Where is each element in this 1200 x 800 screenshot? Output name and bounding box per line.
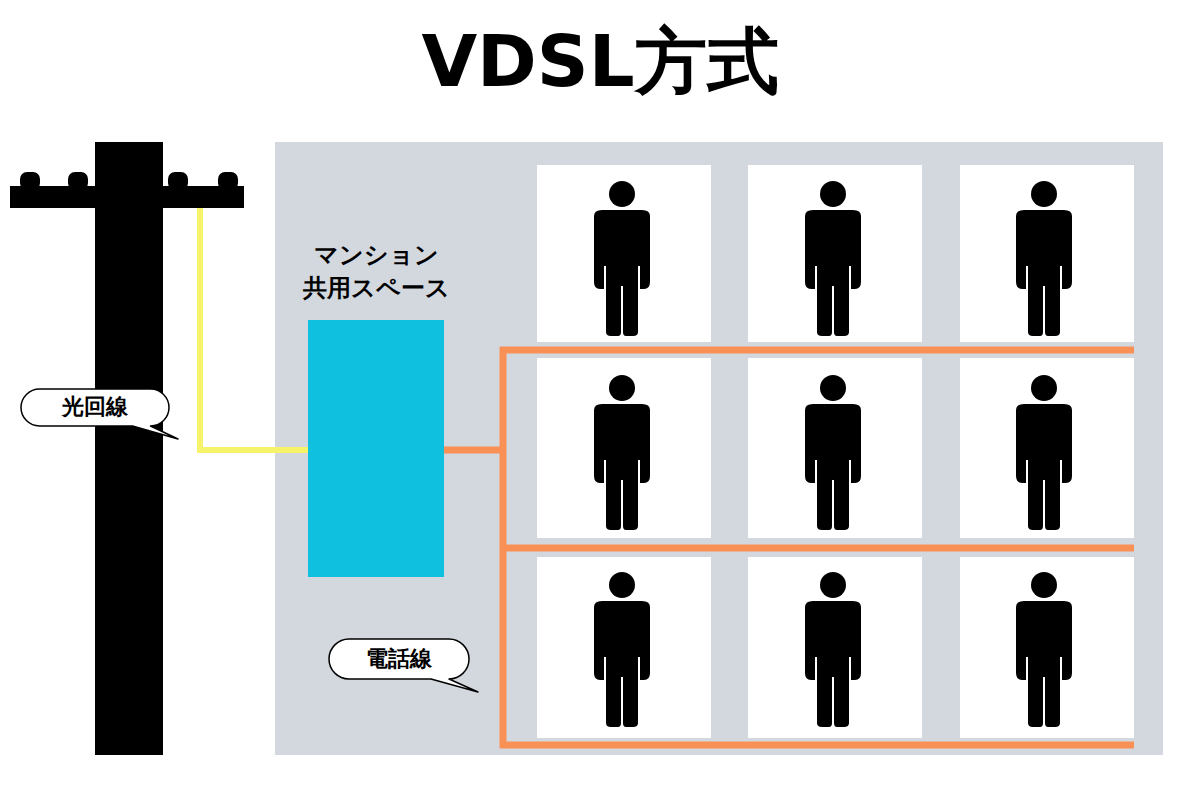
box-heading: マンション 共用スペース <box>281 239 471 306</box>
callout-text: 電話線 <box>366 646 432 672</box>
callout-bubble: 光回線 <box>20 388 170 427</box>
title: VDSL方式 <box>0 22 1200 101</box>
callout-bubble: 電話線 <box>328 638 470 680</box>
shared-space-box: マンション 共用スペース <box>308 320 444 577</box>
residents <box>594 181 1072 727</box>
rooms <box>537 165 1134 738</box>
optical-line <box>200 208 310 450</box>
telephone-wiring <box>442 347 1134 748</box>
building <box>275 142 1163 755</box>
callout-text: 光回線 <box>62 394 128 420</box>
